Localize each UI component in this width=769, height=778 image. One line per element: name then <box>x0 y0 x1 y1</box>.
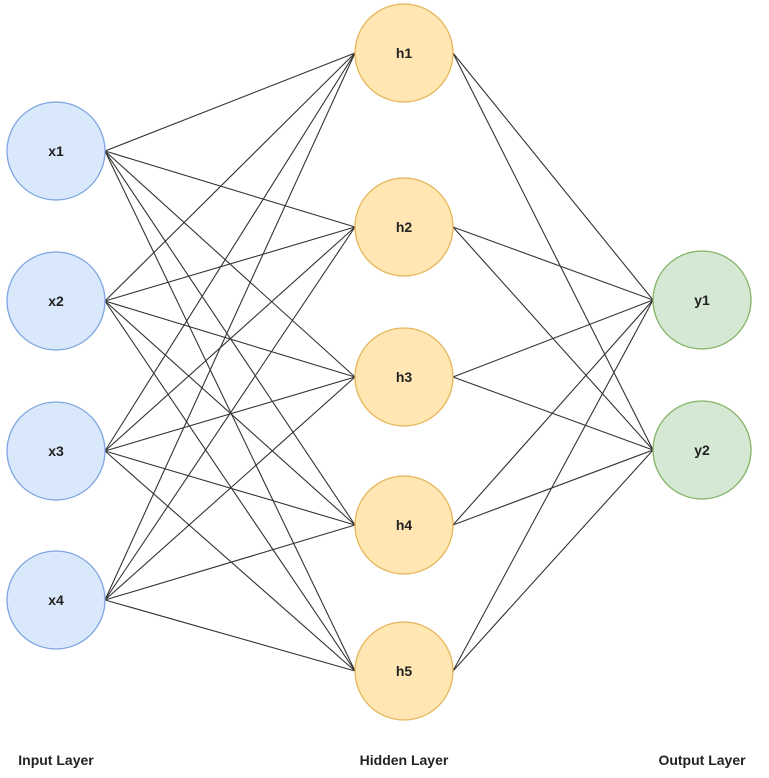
node-label-x2: x2 <box>48 293 64 309</box>
node-h2: h2 <box>354 177 454 277</box>
node-circle-h2 <box>354 177 454 277</box>
node-y1: y1 <box>652 250 752 350</box>
node-label-y1: y1 <box>694 292 710 308</box>
node-circle-x3 <box>6 401 106 501</box>
node-circle-h4 <box>354 475 454 575</box>
node-circle-x1 <box>6 101 106 201</box>
node-label-x4: x4 <box>48 592 64 608</box>
network-nodes: x1 x2 x3 x4 h1 h2 h3 h4 h5 y1 y2 <box>6 3 752 721</box>
node-h4: h4 <box>354 475 454 575</box>
edge-x3-h1 <box>104 52 356 452</box>
edge-h4-y2 <box>452 449 654 526</box>
edge-h5-y2 <box>452 449 654 672</box>
edge-h1-y2 <box>452 52 654 451</box>
layer-label-hidden: Hidden Layer <box>360 752 449 768</box>
node-circle-h3 <box>354 327 454 427</box>
node-circle-y2 <box>652 400 752 500</box>
edge-h1-y1 <box>452 52 654 301</box>
edge-x1-h1 <box>104 52 356 152</box>
edge-x4-h3 <box>104 376 356 601</box>
layer-label-output: Output Layer <box>658 752 746 768</box>
edge-x1-h5 <box>104 150 356 672</box>
edge-x1-h4 <box>104 150 356 526</box>
node-label-x1: x1 <box>48 143 64 159</box>
node-h5: h5 <box>354 621 454 721</box>
node-h3: h3 <box>354 327 454 427</box>
edge-x2-h2 <box>104 226 356 302</box>
edge-x4-h1 <box>104 52 356 601</box>
node-circle-y1 <box>652 250 752 350</box>
node-circle-x2 <box>6 251 106 351</box>
node-y2: y2 <box>652 400 752 500</box>
edge-h2-y1 <box>452 226 654 301</box>
node-label-h1: h1 <box>396 45 413 61</box>
connection-edges <box>104 52 654 672</box>
node-label-h4: h4 <box>396 517 413 533</box>
layer-label-input: Input Layer <box>18 752 94 768</box>
node-circle-x4 <box>6 550 106 650</box>
edge-x3-h5 <box>104 450 356 672</box>
node-x3: x3 <box>6 401 106 501</box>
node-x2: x2 <box>6 251 106 351</box>
edge-x4-h2 <box>104 226 356 601</box>
node-x1: x1 <box>6 101 106 201</box>
edge-x2-h5 <box>104 300 356 672</box>
edge-h4-y1 <box>452 299 654 526</box>
edge-x1-h2 <box>104 150 356 228</box>
node-label-h5: h5 <box>396 663 413 679</box>
node-x4: x4 <box>6 550 106 650</box>
edge-h3-y2 <box>452 376 654 451</box>
edge-x4-h5 <box>104 599 356 672</box>
layer-labels: Input Layer Hidden Layer Output Layer <box>18 752 746 768</box>
node-circle-h1 <box>354 3 454 103</box>
node-h1: h1 <box>354 3 454 103</box>
edge-x4-h4 <box>104 524 356 601</box>
edge-x2-h1 <box>104 52 356 302</box>
node-circle-h5 <box>354 621 454 721</box>
node-label-x3: x3 <box>48 443 64 459</box>
node-label-h3: h3 <box>396 369 413 385</box>
edge-x3-h2 <box>104 226 356 452</box>
edge-h5-y1 <box>452 299 654 672</box>
edge-h3-y1 <box>452 299 654 378</box>
node-label-h2: h2 <box>396 219 413 235</box>
node-label-y2: y2 <box>694 442 710 458</box>
